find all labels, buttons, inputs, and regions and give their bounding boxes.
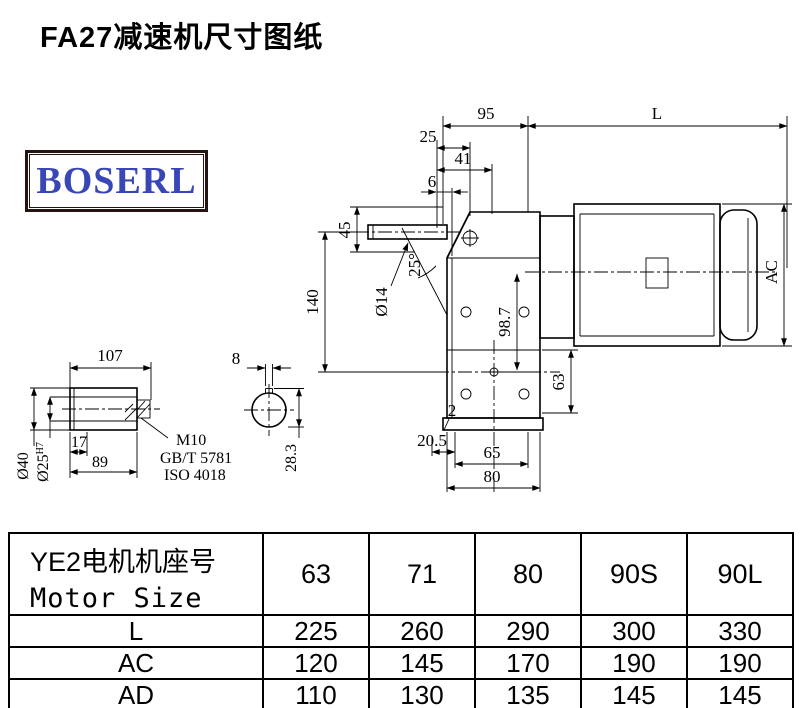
dim-89-label: 89 (92, 454, 108, 471)
dim-6-label: 6 (428, 172, 437, 191)
cell-L-3: 300 (580, 614, 688, 648)
dim-80-label: 80 (484, 467, 501, 486)
gearbox-housing (442, 211, 544, 431)
dim-dia40-label: Ø40 (15, 452, 32, 480)
row-label-L: L (8, 614, 264, 648)
motor (539, 203, 758, 347)
dim-angle-label: 25° (405, 253, 424, 277)
header-cn: YE2电机机座号 (30, 547, 217, 577)
cell-L-2: 290 (474, 614, 582, 648)
top-dimensions: 95 L 25 41 6 (420, 104, 788, 268)
dim-25-label: 25 (420, 127, 437, 146)
dim-98-7-label: 98.7 (495, 307, 514, 337)
shaft-end-view (244, 384, 294, 436)
dim-AC-label: AC (762, 260, 781, 284)
dim-28-3-label: 28.3 (283, 444, 300, 472)
note-gbt5781: GB/T 5781 (160, 450, 232, 467)
cell-AC-3: 190 (580, 646, 688, 680)
left-dimensions: 45 140 Ø14 25° (303, 206, 443, 373)
shaft-side-view (62, 387, 160, 431)
dim-17-label: 17 (71, 434, 87, 451)
shaft-detail-view: 107 17 89 Ø40 Ø25H7 M10 GB/T 5781 I (15, 346, 304, 484)
cell-AC-4: 190 (686, 646, 794, 680)
dim-2-label: 2 (448, 401, 457, 420)
cell-AC-1: 145 (368, 646, 476, 680)
dim-63-label: 63 (549, 374, 568, 391)
cell-AD-4: 145 (686, 678, 794, 708)
dim-20-5-label: 20.5 (417, 431, 447, 450)
dim-140-label: 140 (303, 289, 322, 315)
dim-107-label: 107 (97, 346, 123, 365)
logo-text: BOSERL (36, 160, 197, 202)
table-row-AC: AC 120 145 170 190 190 (8, 646, 794, 680)
cell-AC-2: 170 (474, 646, 582, 680)
dim-65-label: 65 (484, 443, 501, 462)
note-iso4018: ISO 4018 (164, 467, 226, 484)
dim-95-label: 95 (478, 104, 495, 123)
row-label-AD: AD (8, 678, 264, 708)
row-label-AC: AC (8, 646, 264, 680)
table-header-row: YE2电机机座号 Motor Size 63 71 80 90S 90L (8, 532, 794, 616)
cell-AC-0: 120 (262, 646, 370, 680)
right-dimensions: 98.7 AC 63 (494, 203, 792, 414)
cell-AD-3: 145 (580, 678, 688, 708)
table-row-L: L 225 260 290 300 330 (8, 614, 794, 648)
dim-dia25-label: Ø25H7 (35, 442, 52, 482)
size-col-1: 71 (368, 532, 476, 616)
cell-AD-2: 135 (474, 678, 582, 708)
bottom-dimensions: 2 20.5 65 80 (417, 401, 541, 492)
dim-dia14-label: Ø14 (372, 287, 391, 317)
motor-size-table: YE2电机机座号 Motor Size 63 71 80 90S 90L L 2… (8, 532, 794, 708)
cell-L-4: 330 (686, 614, 794, 648)
dim-8-label: 8 (232, 349, 241, 368)
main-view: 95 L 25 41 6 45 (303, 104, 792, 495)
cell-L-0: 225 (262, 614, 370, 648)
dimension-drawing: 95 L 25 41 6 45 (15, 104, 792, 495)
header-motor-size-cell: YE2电机机座号 Motor Size (8, 532, 264, 616)
logo-box: BOSERL (25, 150, 208, 212)
header-en: Motor Size (30, 583, 203, 614)
size-col-3: 90S (580, 532, 688, 616)
note-m10: M10 (176, 432, 206, 449)
angle-construction (401, 227, 448, 316)
size-col-0: 63 (262, 532, 370, 616)
size-col-4: 90L (686, 532, 794, 616)
cell-AD-0: 110 (262, 678, 370, 708)
dim-L-label: L (652, 104, 662, 123)
page-title: FA27减速机尺寸图纸 (40, 22, 324, 54)
cell-AD-1: 130 (368, 678, 476, 708)
cell-L-1: 260 (368, 614, 476, 648)
dim-41-label: 41 (455, 149, 472, 168)
logo-inner-frame: BOSERL (29, 154, 204, 208)
dim-45-label: 45 (335, 222, 354, 239)
size-col-2: 80 (474, 532, 582, 616)
table-row-AD: AD 110 130 135 145 145 (8, 678, 794, 708)
